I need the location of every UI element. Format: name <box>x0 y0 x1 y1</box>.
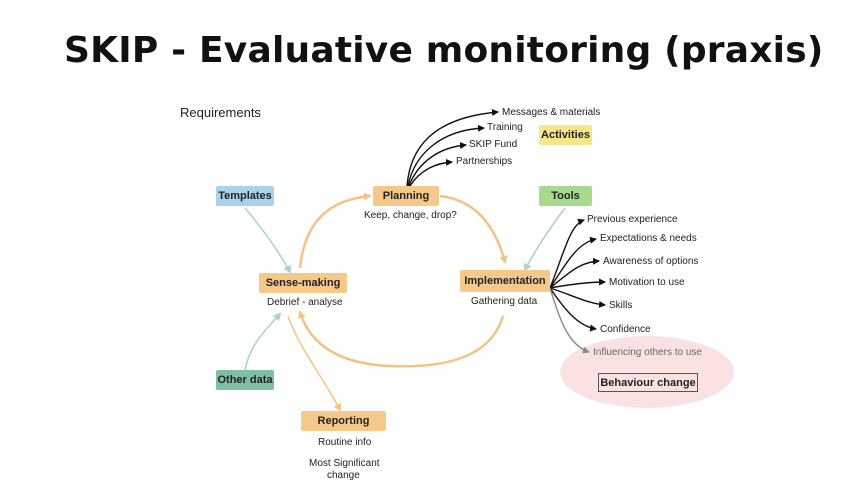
planning-output-training: Training <box>487 122 523 133</box>
arrow-sensemaking-to-planning <box>298 192 372 269</box>
arrow-impl-previous <box>549 218 585 289</box>
slide-title: SKIP - Evaluative monitoring (praxis) <box>64 30 824 71</box>
impl-output-motivation: Motivation to use <box>609 277 685 288</box>
planning-output-partnerships: Partnerships <box>456 156 513 167</box>
arrow-planning-to-implementation <box>439 194 508 264</box>
other-data-node: Other data <box>216 370 274 390</box>
planning-output-messages: Messages & materials <box>502 107 601 118</box>
arrow-impl-motivation <box>549 278 606 289</box>
impl-output-confidence: Confidence <box>600 324 651 335</box>
arrow-impl-influencing <box>549 287 590 354</box>
impl-output-awareness: Awareness of options <box>603 256 699 267</box>
sense-making-subtitle: Debrief - analyse <box>267 297 343 308</box>
impl-output-skills: Skills <box>609 300 633 311</box>
planning-subtitle: Keep, change, drop? <box>364 210 457 221</box>
arrow-tools-to-implementation <box>524 207 566 272</box>
arrow-planning-skipfund <box>408 141 467 187</box>
sense-making-node: Sense-making <box>259 273 347 293</box>
arrow-planning-training <box>407 124 485 187</box>
arrow-impl-awareness <box>549 257 600 289</box>
planning-output-skip-fund: SKIP Fund <box>469 139 518 150</box>
impl-output-previous-experience: Previous experience <box>587 214 678 225</box>
requirements-label: Requirements <box>180 105 261 120</box>
arrow-impl-expectations <box>549 236 597 289</box>
arrow-sensemaking-to-reporting <box>287 315 341 412</box>
arrow-implementation-to-sensemaking <box>297 310 505 368</box>
arrow-templates-to-sensemaking <box>244 207 291 274</box>
reporting-routine-info: Routine info <box>318 437 372 448</box>
impl-output-influencing: Influencing others to use <box>593 347 702 358</box>
reporting-msc-line1: Most Significant <box>309 458 380 469</box>
impl-output-expectations: Expectations & needs <box>600 233 697 244</box>
arrow-planning-messages <box>406 109 499 187</box>
reporting-msc-line2: change <box>327 470 360 481</box>
implementation-subtitle: Gathering data <box>471 296 538 307</box>
activities-node: Activities <box>539 125 592 145</box>
arrow-otherdata-to-sensemaking <box>244 312 282 371</box>
implementation-node: Implementation <box>460 270 550 292</box>
arrow-impl-skills <box>549 287 606 308</box>
templates-node: Templates <box>216 186 274 206</box>
arrow-planning-partnerships <box>409 158 453 187</box>
behaviour-change-box: Behaviour change <box>598 373 698 392</box>
tools-node: Tools <box>539 186 592 206</box>
arrow-impl-confidence <box>549 287 597 332</box>
reporting-node: Reporting <box>301 411 386 431</box>
planning-node: Planning <box>373 186 439 206</box>
